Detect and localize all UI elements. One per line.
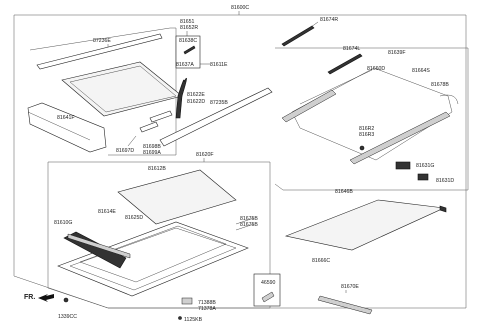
label-46590: 46590: [261, 280, 276, 286]
assembly-frame: [13, 14, 467, 309]
label-1125KB: 1125KB: [184, 317, 203, 323]
label-81620F: 81620F: [196, 152, 214, 158]
label-81612B: 81612B: [148, 166, 166, 172]
frame-inner: [69, 227, 237, 291]
label-81663: 816R3: [359, 132, 374, 138]
part-81674R: [281, 25, 315, 47]
part-81699A: [139, 121, 159, 133]
part-81612B-glass: [117, 169, 237, 225]
part-81622-rail: [175, 78, 187, 119]
part-left-rail: [281, 89, 337, 123]
label-81698B: 81698B: [143, 144, 161, 150]
label-81697D: 81697D: [116, 148, 134, 154]
part-81666C: [284, 199, 446, 251]
part-81631G: [395, 161, 411, 170]
part-81631D: [417, 173, 429, 181]
label-81610G: 81610G: [54, 220, 72, 226]
part-71388B: [181, 297, 193, 305]
label-81674L: 81674L: [343, 46, 360, 52]
label-81625D: 81625D: [125, 215, 143, 221]
part-81638C: [183, 45, 196, 55]
label-81614E: 81614E: [98, 209, 116, 215]
part-81610G-strip: [67, 233, 131, 259]
part-81674L: [327, 53, 363, 75]
part-81620F-frame: [57, 221, 249, 297]
label-81651: 81651: [180, 19, 195, 25]
label-81670E: 81670E: [341, 284, 359, 290]
leader-81674R: [310, 21, 319, 28]
label-81637A: 81637A: [176, 62, 194, 68]
label-71388B: 71388B: [198, 300, 216, 306]
part-1125KB: [178, 316, 182, 320]
detail-box-46590: [253, 273, 281, 307]
label-81674R: 81674R: [320, 17, 338, 23]
part-81675B-lower: [235, 223, 255, 231]
label-81699A: 81699A: [143, 150, 161, 156]
label-81600C: 81600C: [231, 5, 249, 11]
label-81622D: 81622D: [187, 99, 205, 105]
label-81664S: 81664S: [412, 68, 430, 74]
label-81641F: 81641F: [57, 115, 75, 121]
part-right-rail: [349, 111, 451, 165]
front-direction-label: FR.: [24, 294, 35, 301]
label-81666C: 81666C: [312, 258, 330, 264]
part-1339CC: [63, 297, 69, 303]
label-81652R: 81652R: [180, 25, 198, 31]
label-81638C: 81638C: [179, 38, 197, 44]
label-87236E: 87236E: [93, 38, 111, 44]
label-81675B-2: 81675B: [240, 222, 258, 228]
part-drain-hose: [439, 94, 459, 105]
part-81675B-upper: [235, 217, 255, 225]
label-81622E: 81622E: [187, 92, 205, 98]
front-arrow-icon: [38, 294, 54, 302]
label-81631D: 81631D: [436, 178, 454, 184]
label-71378A: 71378A: [198, 306, 216, 312]
label-81675B-1: 81675B: [240, 216, 258, 222]
part-87235B: [159, 87, 273, 147]
label-81662: 816R2: [359, 126, 374, 132]
glass-group-frame: [29, 27, 177, 156]
rail-frame-outline: [291, 67, 453, 161]
rail-group-frame: [274, 47, 469, 191]
part-46590: [261, 291, 275, 303]
frame-inner-2: [79, 225, 227, 283]
part-87236E: [36, 33, 163, 70]
glass-panel-inner-edge: [69, 65, 177, 113]
part-81698B: [149, 110, 173, 123]
part-81670E: [317, 295, 373, 315]
part-816R2-fastener: [359, 145, 365, 151]
part-81666C-handle: [439, 205, 447, 213]
label-1339CC: 1339CC: [58, 314, 77, 320]
label-81611E: 81611E: [210, 62, 228, 68]
label-81678B: 81678B: [431, 82, 449, 88]
leader-81697D: [127, 135, 137, 147]
label-87235B: 87235B: [210, 100, 228, 106]
deflector-edge: [27, 111, 91, 141]
label-81631G: 81631G: [416, 163, 434, 169]
label-81646B: 81646B: [335, 189, 353, 195]
part-81641F: [27, 102, 107, 153]
frame-group-frame: [47, 161, 271, 309]
label-81639F: 81639F: [388, 50, 406, 56]
front-rail-edge: [299, 69, 373, 105]
